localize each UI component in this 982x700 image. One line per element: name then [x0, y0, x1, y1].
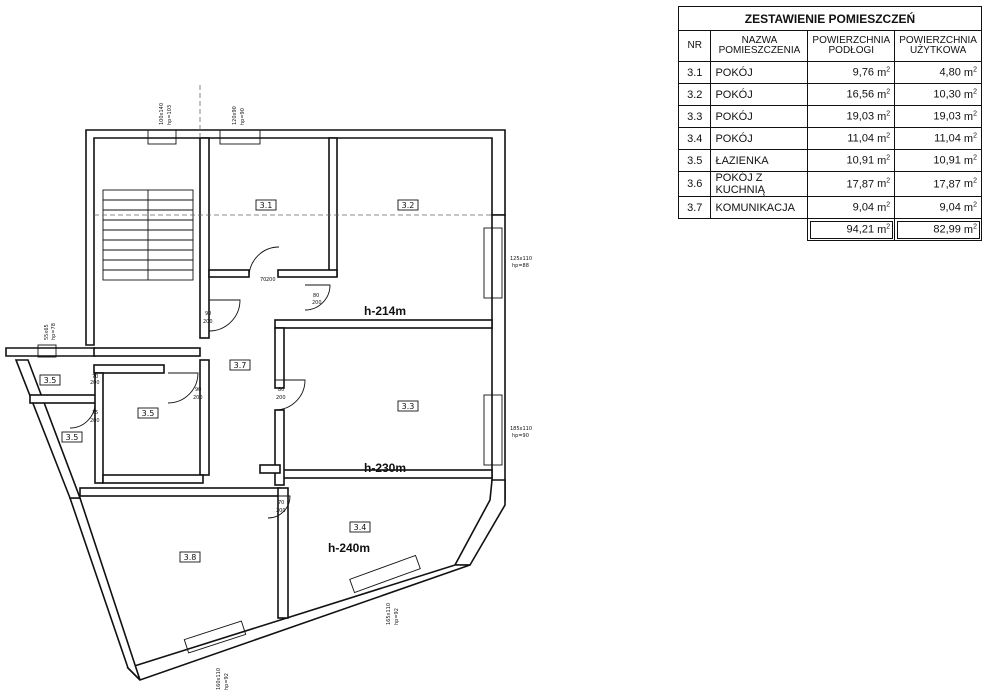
svg-text:200: 200: [312, 300, 322, 306]
svg-text:160x110: 160x110: [216, 668, 222, 690]
row-floor-area: 11,04 m2: [807, 127, 896, 150]
room-3-3-label: 3.3: [402, 402, 415, 411]
row-name: ŁAZIENKA: [710, 149, 809, 172]
height-214: h-214m: [364, 304, 406, 318]
svg-text:200: 200: [203, 319, 213, 325]
row-floor-area: 9,04 m2: [807, 196, 896, 219]
svg-text:hp=88: hp=88: [512, 263, 529, 269]
height-240: h-240m: [328, 541, 370, 555]
row-name: POKÓJ Z KUCHNIĄ: [710, 171, 809, 197]
room-labels: 3.1 3.2 3.3 3.4 3.5 3.5 3.5 3.8 3.7: [39, 199, 419, 563]
row-floor-area: 17,87 m2: [807, 171, 896, 197]
door-swings: [69, 246, 331, 519]
svg-text:70: 70: [278, 500, 284, 506]
row-usable-area: 19,03 m2: [894, 105, 982, 128]
row-usable-area: 9,04 m2: [894, 196, 982, 219]
svg-text:90: 90: [195, 387, 201, 393]
totals-row: 94,21 m2 82,99 m2: [679, 218, 982, 241]
svg-text:75: 75: [92, 410, 98, 416]
svg-text:200: 200: [90, 418, 100, 424]
svg-text:hp=103: hp=103: [167, 105, 173, 125]
svg-text:100x140: 100x140: [159, 103, 165, 125]
svg-text:200: 200: [193, 395, 203, 401]
row-usable-area: 11,04 m2: [894, 127, 982, 150]
row-name: POKÓJ: [710, 61, 809, 84]
row-floor-area: 19,03 m2: [807, 105, 896, 128]
row-floor-area: 10,91 m2: [807, 149, 896, 172]
row-usable-area: 4,80 m2: [894, 61, 982, 84]
interior-walls: [29, 137, 493, 619]
svg-text:70: 70: [92, 374, 98, 380]
svg-text:165x110: 165x110: [386, 603, 392, 625]
total-usable-area: 82,99 m2: [894, 218, 982, 241]
row-floor-area: 9,76 m2: [807, 61, 896, 84]
windows: [37, 129, 503, 654]
height-230: h-230m: [364, 461, 406, 475]
svg-text:hp=78: hp=78: [51, 323, 57, 340]
row-nr: 3.3: [677, 105, 712, 128]
row-nr: 3.4: [677, 127, 712, 150]
svg-text:125x110: 125x110: [510, 256, 532, 262]
svg-text:80: 80: [278, 387, 284, 393]
room-3-1-label: 3.1: [260, 201, 273, 210]
total-floor-area: 94,21 m2: [807, 218, 896, 241]
row-name: KOMUNIKACJA: [710, 196, 809, 219]
svg-text:120x90: 120x90: [232, 106, 238, 125]
svg-text:200: 200: [276, 508, 286, 514]
row-usable-area: 10,91 m2: [894, 149, 982, 172]
row-name: POKÓJ: [710, 105, 809, 128]
svg-text:hp=92: hp=92: [394, 608, 400, 625]
room-3-7-label: 3.7: [234, 361, 247, 370]
row-nr: 3.7: [677, 196, 712, 219]
svg-text:185x110: 185x110: [510, 426, 532, 432]
svg-text:hp=90: hp=90: [240, 108, 246, 125]
row-usable-area: 17,87 m2: [894, 171, 982, 197]
svg-text:80: 80: [313, 293, 319, 299]
row-usable-area: 10,30 m2: [894, 83, 982, 106]
row-floor-area: 16,56 m2: [807, 83, 896, 106]
window-annotations: 100x140 hp=103 120x90 hp=90 125x110 hp=8…: [44, 103, 532, 690]
svg-text:90: 90: [205, 311, 211, 317]
svg-text:hp=92: hp=92: [224, 673, 230, 690]
svg-text:200: 200: [90, 380, 100, 386]
row-name: POKÓJ: [710, 127, 809, 150]
staircase: [102, 189, 194, 281]
svg-text:200: 200: [266, 277, 276, 283]
room-3-5a-label: 3.5: [44, 376, 57, 385]
row-nr: 3.5: [677, 149, 712, 172]
outer-walls: [5, 129, 506, 681]
room-3-5b-label: 3.5: [142, 409, 155, 418]
table-title: ZESTAWIENIE POMIESZCZEŃ: [678, 6, 982, 31]
row-name: POKÓJ: [710, 83, 809, 106]
room-3-4-label: 3.4: [354, 523, 367, 532]
svg-text:70: 70: [260, 277, 266, 283]
svg-text:55x65: 55x65: [44, 324, 50, 340]
room-3-8-label: 3.8: [184, 553, 197, 562]
row-nr: 3.2: [677, 83, 712, 106]
row-nr: 3.1: [677, 61, 712, 84]
header-nr: NR: [677, 30, 712, 62]
floor-plan: 3.1 3.2 3.3 3.4 3.5 3.5 3.5 3.8 3.7 h-21…: [5, 85, 532, 690]
svg-text:hp=90: hp=90: [512, 433, 529, 439]
door-annotations: 70 200 80 200 90 200 70 200 75 200 90 20…: [90, 277, 322, 514]
svg-text:200: 200: [276, 395, 286, 401]
room-3-5c-label: 3.5: [66, 433, 79, 442]
room-3-2-label: 3.2: [402, 201, 415, 210]
row-nr: 3.6: [677, 171, 712, 197]
